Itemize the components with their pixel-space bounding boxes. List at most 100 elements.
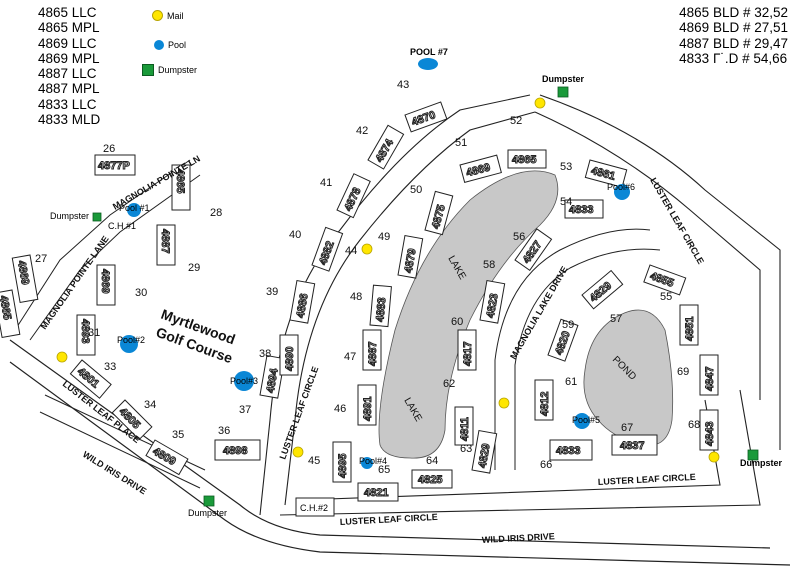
- code-item: 4869 MPL: [38, 50, 100, 66]
- building-4890: [279, 334, 299, 376]
- lot-number: 39: [266, 286, 278, 298]
- lot-number: 31: [88, 327, 100, 339]
- lot-number: 59: [562, 319, 574, 331]
- building-4865-c: [507, 149, 547, 169]
- lot-number: 58: [483, 259, 495, 271]
- wild-iris-drive-label-2: WILD IRIS DRIVE: [482, 531, 555, 545]
- building-4891: [357, 384, 377, 426]
- building-4812: [534, 379, 554, 421]
- building-4829-a: [471, 430, 498, 474]
- lot-number: 51: [455, 137, 467, 149]
- building-label: 4829: [477, 443, 493, 469]
- lot-number: 49: [378, 231, 390, 243]
- code-item: 4833 LLC: [38, 96, 97, 112]
- building-4887-b: [362, 329, 382, 371]
- lot-number: 60: [451, 316, 463, 328]
- lot-number: 45: [308, 455, 320, 467]
- lot-number: 64: [426, 455, 438, 467]
- building-4883: [369, 284, 392, 328]
- pool-3-icon: [234, 371, 254, 391]
- pool-7-label: POOL #7: [410, 47, 448, 57]
- pool-5-label: Pool#5: [572, 415, 600, 425]
- building-4886: [289, 280, 316, 324]
- pool-2-label: Pool#2: [117, 335, 145, 345]
- bld-item: 4833 Γ˙.D # 54,66: [679, 50, 788, 66]
- building-code-list: 4865 LLC 4865 MPL 4869 LLC 4869 MPL 4887…: [38, 5, 100, 127]
- building-label: 4877P: [98, 160, 130, 172]
- lot-number: 29: [188, 262, 200, 274]
- pool-7-icon: [418, 58, 438, 70]
- building-label: 4879: [403, 248, 419, 274]
- luster-leaf-circle-label-2: LUSTER LEAF CIRCLE: [340, 512, 438, 527]
- pool-labels: Pool #1 Pool#2 Pool#3 Pool#4 Pool#5 Pool…: [117, 47, 635, 466]
- pools: [120, 58, 630, 469]
- pool-6-label: Pool#6: [607, 182, 635, 192]
- legend-dumpster: Dumpster: [142, 64, 197, 76]
- building-4821: [357, 482, 399, 502]
- magnolia-lake-drive-road: [494, 228, 661, 470]
- code-item: 4869 LLC: [38, 35, 97, 51]
- building-4870: [404, 101, 448, 133]
- mailboxes: [56, 97, 720, 463]
- mail-icon: [152, 10, 163, 21]
- building-label: 4833: [569, 204, 593, 216]
- lot-number: 30: [135, 287, 147, 299]
- lot-number: 67: [621, 422, 633, 434]
- building-4817: [457, 329, 477, 371]
- mailbox-icon: [292, 446, 304, 458]
- pool-4-icon: [361, 457, 373, 469]
- building-label: 4823: [485, 293, 501, 319]
- lot-number: 56: [513, 231, 525, 243]
- legend-dumpster-label: Dumpster: [158, 65, 198, 75]
- lot-number: 69: [677, 366, 689, 378]
- building-4893: [76, 314, 96, 356]
- mailbox-icon: [534, 97, 546, 109]
- building-4877P: [94, 154, 136, 176]
- lot-number: 41: [320, 177, 332, 189]
- lot-number: 57: [610, 313, 622, 325]
- luster-leaf-circle-label-4: LUSTER LEAF CIRCLE: [648, 176, 706, 266]
- building-label: 4821: [364, 487, 388, 499]
- dumpster-icon: [747, 449, 759, 461]
- dumpster-icon: [92, 212, 102, 222]
- building-4869-a: [11, 254, 39, 304]
- pool-1-label: Pool #1: [119, 203, 150, 213]
- building-label: 4811: [459, 417, 471, 441]
- buildings: 4877P 4865 4887 4869 4865 4869 4893 4801…: [0, 101, 719, 502]
- lot-numbers: 26 27 28 29 30 31 33 34 35 36 37 38 39 4…: [35, 79, 700, 476]
- building-label: 4865: [0, 295, 13, 321]
- building-4895: [332, 441, 352, 483]
- dumpster-label: Dumpster: [542, 74, 585, 84]
- dumpster-label: Dumpster: [50, 211, 89, 221]
- building-4805: [111, 399, 153, 441]
- lot-number: 65: [378, 464, 390, 476]
- building-label: 4887: [159, 229, 171, 253]
- legend-mail-label: Mail: [167, 10, 184, 21]
- code-item: 4887 LLC: [38, 66, 97, 82]
- community-houses: C.H.#1 C.H.#2: [108, 221, 335, 517]
- legend-pool: Pool: [154, 40, 186, 50]
- building-label: 4898: [223, 445, 247, 457]
- clubhouse-2-label: C.H.#2: [300, 503, 328, 513]
- lot-number: 33: [104, 361, 116, 373]
- lot-number: 36: [218, 425, 230, 437]
- lot-number: 43: [397, 79, 409, 91]
- lot-number: 68: [688, 419, 700, 431]
- building-4823: [479, 280, 506, 324]
- building-label: 4833: [556, 445, 580, 457]
- clubhouse-1-label: C.H.#1: [108, 221, 136, 231]
- pool-5-icon: [574, 413, 590, 429]
- building-label: 4817: [462, 342, 474, 366]
- building-label: 4869: [99, 269, 111, 293]
- lot-number: 38: [259, 348, 271, 360]
- building-4829-b: [581, 269, 624, 310]
- dumpster-icon: [203, 495, 215, 507]
- lake-shape: [378, 170, 559, 459]
- building-4851: [679, 304, 699, 346]
- building-label: 4825: [418, 474, 442, 486]
- building-4809: [145, 439, 189, 476]
- lot-number: 34: [144, 399, 156, 411]
- dumpster-label: Dumpster: [740, 458, 783, 468]
- code-item: 4865 LLC: [38, 5, 97, 20]
